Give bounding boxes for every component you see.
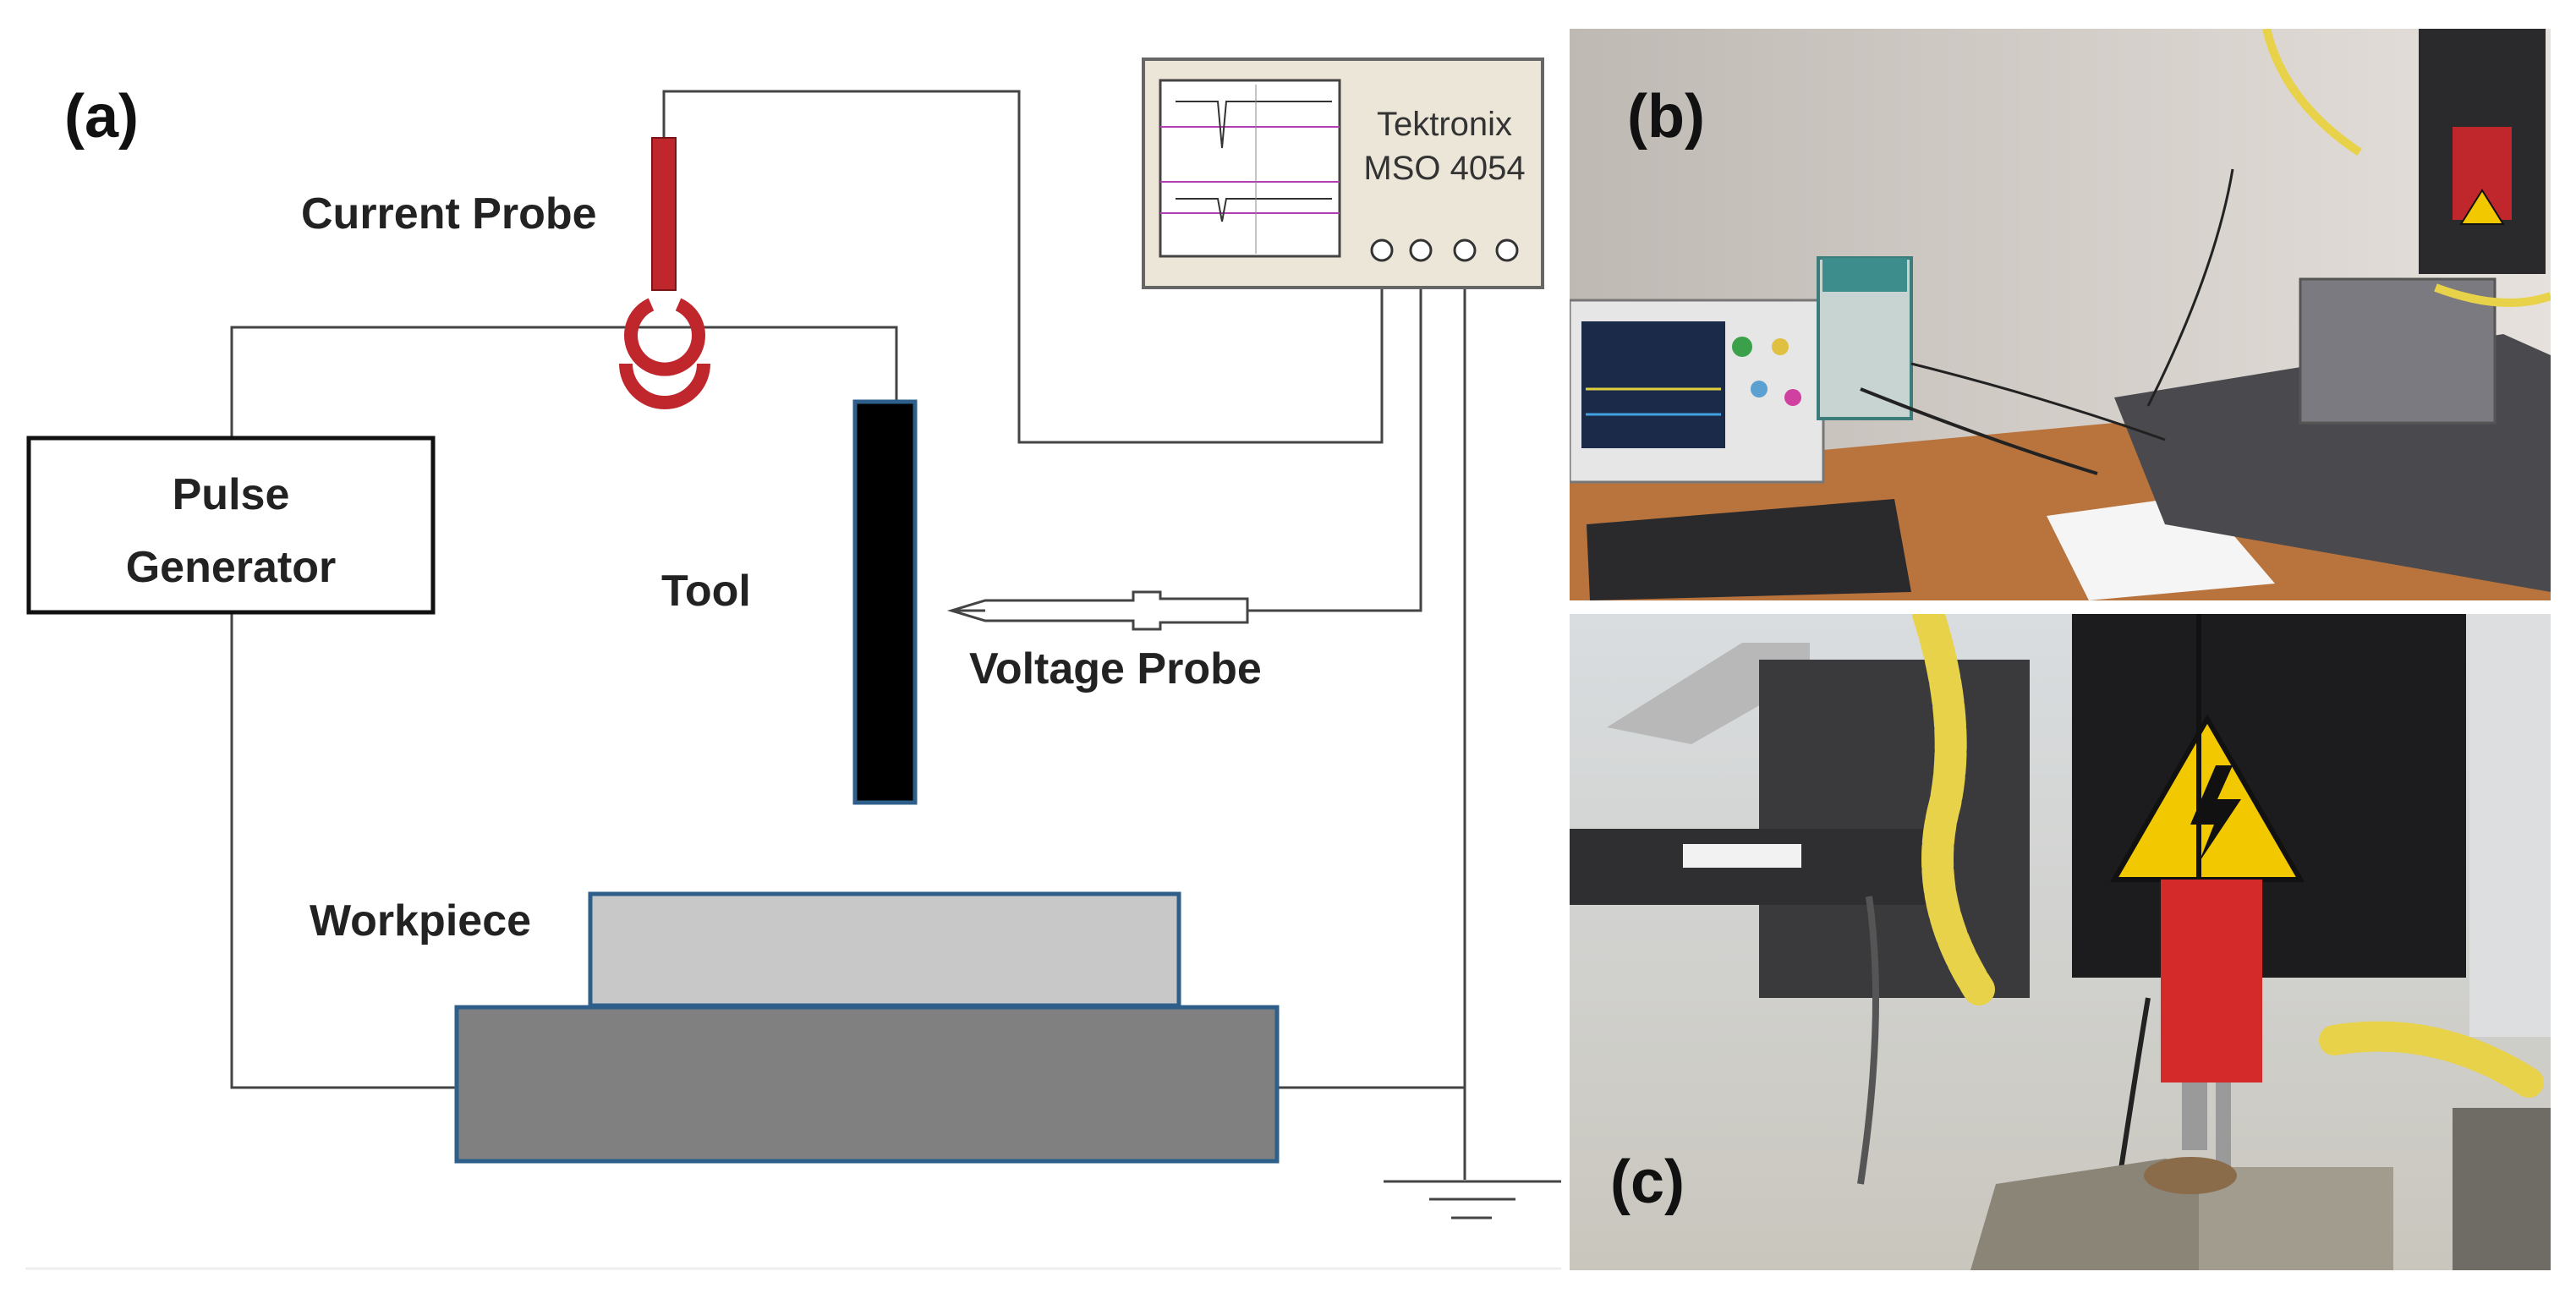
pulse-generator-label-line2: Generator bbox=[126, 543, 337, 592]
ground-icon bbox=[1384, 1180, 1561, 1220]
panel-b-label: (b) bbox=[1627, 83, 1705, 151]
oscilloscope-model: MSO 4054 bbox=[1363, 150, 1525, 187]
tool-electrode bbox=[852, 399, 918, 805]
panel-c-photo: (c) bbox=[1570, 614, 2551, 1270]
oscilloscope-brand: Tektronix bbox=[1377, 106, 1512, 143]
pulse-generator-label-line1: Pulse bbox=[173, 470, 290, 519]
tool-label: Tool bbox=[661, 567, 751, 616]
pulse-generator-box: Pulse Generator bbox=[26, 436, 436, 615]
wire-generator-to-tool bbox=[230, 326, 898, 438]
current-probe-clamp-icon bbox=[619, 137, 710, 409]
circuit-wires bbox=[230, 90, 1466, 1180]
workpiece-label: Workpiece bbox=[310, 896, 531, 945]
workpiece-block bbox=[588, 891, 1181, 1008]
wire-current-probe-to-scope bbox=[662, 90, 1384, 444]
machine-table bbox=[454, 1005, 1280, 1164]
voltage-probe-icon bbox=[946, 590, 1249, 631]
wire-voltage-probe-to-scope bbox=[1247, 258, 1422, 612]
panel-b-photo: (b) bbox=[1570, 29, 2551, 600]
panel-c-label: (c) bbox=[1610, 1148, 1685, 1216]
oscilloscope-icon bbox=[1142, 58, 1544, 289]
wire-generator-to-table bbox=[230, 612, 457, 1089]
panel-a-schematic: (a) Pulse Generator Current P bbox=[25, 58, 1561, 1270]
current-probe-label: Current Probe bbox=[301, 189, 597, 238]
panel-a-label: (a) bbox=[64, 83, 139, 151]
voltage-probe-label: Voltage Probe bbox=[969, 644, 1262, 693]
